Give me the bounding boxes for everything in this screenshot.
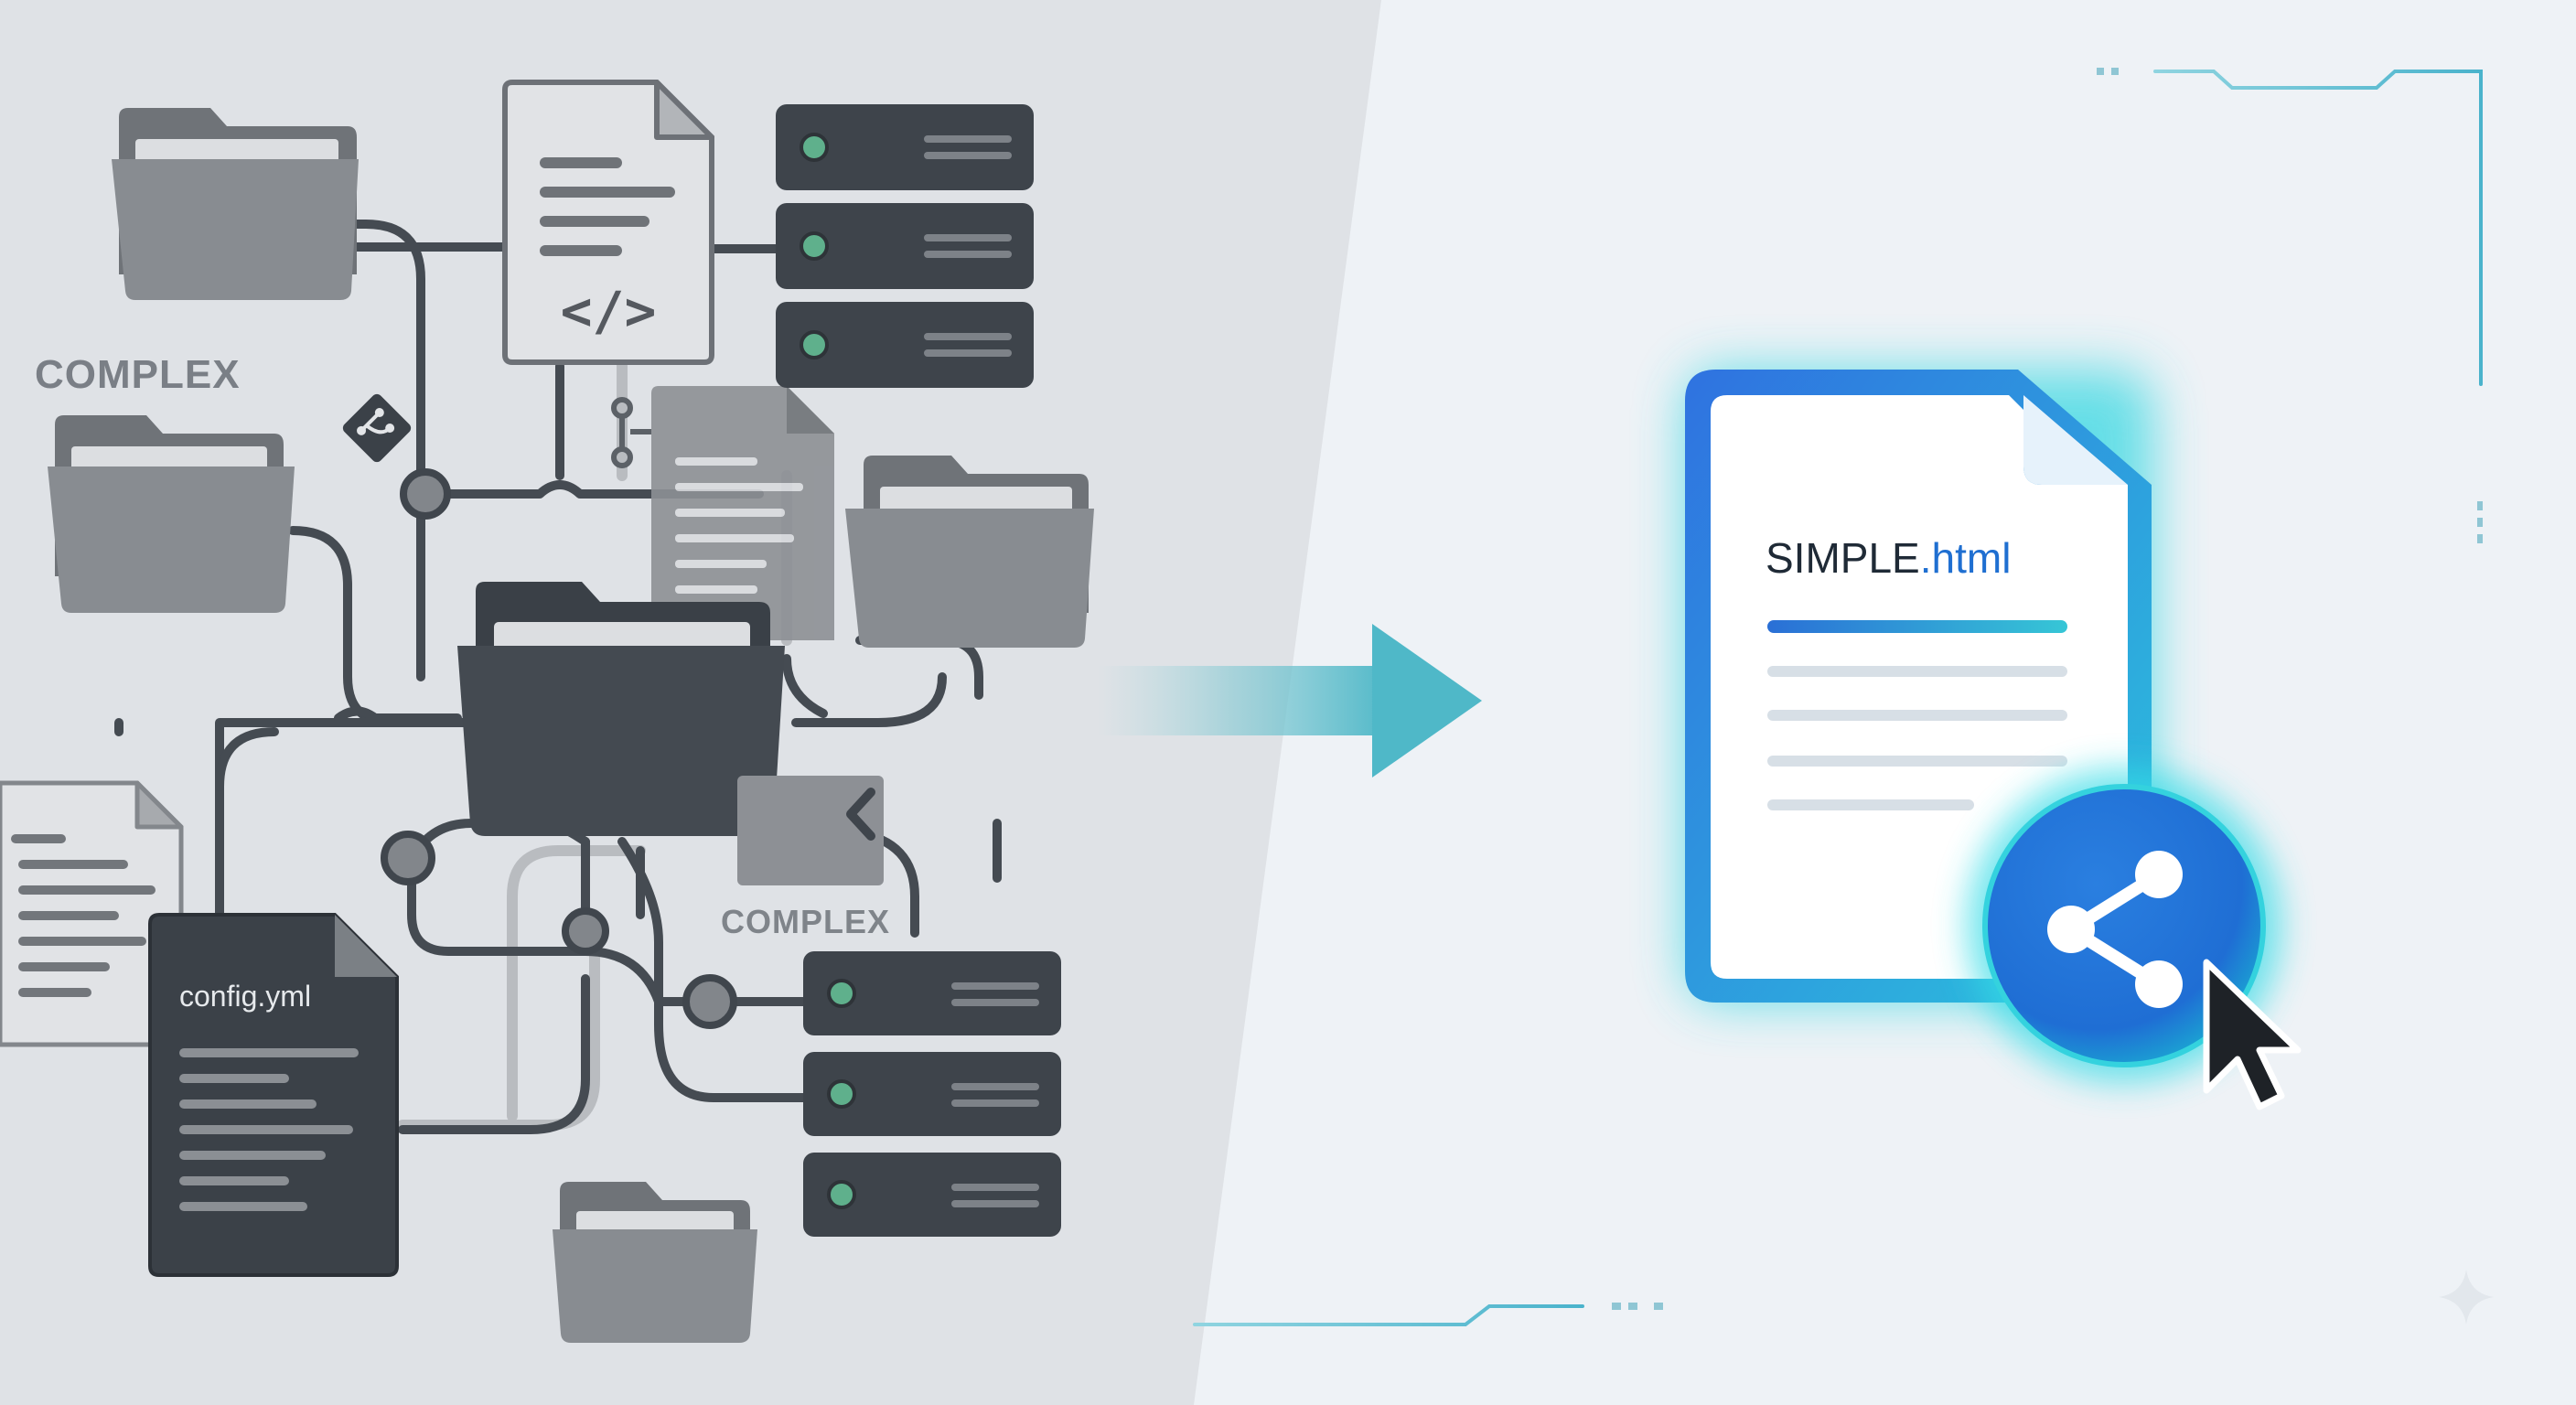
document-text-lines <box>1767 666 2067 810</box>
transform-arrow <box>1098 624 1482 778</box>
cursor-icon <box>2203 959 2302 1110</box>
hud-dots-right <box>2477 501 2483 543</box>
server-rack-icon <box>803 951 1061 1237</box>
chevron-file-icon <box>737 776 884 885</box>
document-accent-bar <box>1767 620 2067 633</box>
complex-label-middle: COMPLEX <box>721 903 890 940</box>
complex-label-top: COMPLEX <box>35 352 241 397</box>
hud-dots-bottom <box>1612 1303 1663 1310</box>
junction-nodes <box>381 468 737 1029</box>
config-file-label: config.yml <box>179 980 311 1013</box>
git-branch-icon <box>342 393 412 463</box>
folder-icon <box>553 1182 757 1343</box>
sparkle-icon <box>2439 1270 2494 1325</box>
code-file-icon: </> <box>502 80 714 365</box>
file-title-ext: .html <box>1920 534 2012 582</box>
server-rack-icon <box>776 104 1034 388</box>
file-title: SIMPLE.html <box>1766 534 2011 582</box>
file-title-base: SIMPLE <box>1766 534 1920 582</box>
folder-icon <box>112 108 359 300</box>
share-icon <box>2047 851 2183 1008</box>
hud-frame-bottom <box>1193 1304 1584 1326</box>
folder-icon <box>48 415 295 613</box>
hud-dots-top <box>2097 68 2119 75</box>
share-button[interactable] <box>1967 768 2281 1083</box>
document-icon <box>0 780 184 1047</box>
code-glyph: </> <box>561 280 657 342</box>
config-file-icon: config.yml <box>148 913 399 1277</box>
git-fork-icon <box>611 397 651 468</box>
connector-lines <box>114 215 1002 1134</box>
central-folder-icon <box>457 582 785 836</box>
document-icon <box>651 386 834 640</box>
folder-icon <box>845 456 1094 648</box>
hud-frame-top-right <box>2153 70 2501 446</box>
